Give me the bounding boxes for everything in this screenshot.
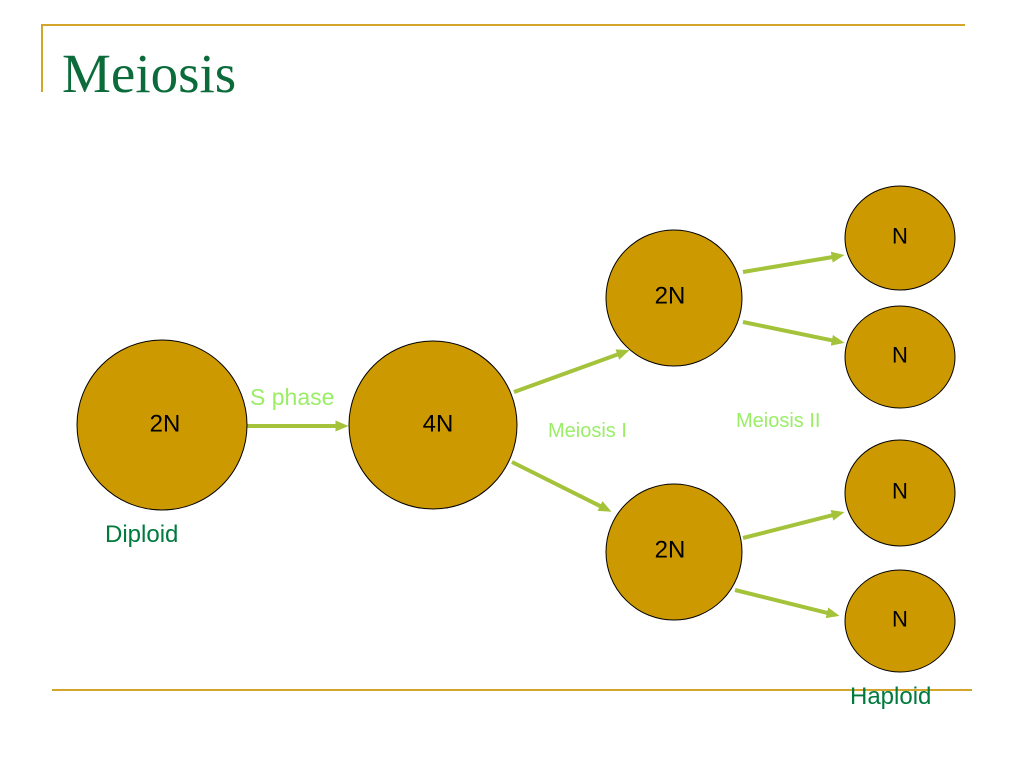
cell-label: N [892, 479, 908, 504]
cell-circle [605, 483, 743, 621]
cell-haploid-1: N [844, 185, 956, 291]
arrow-meiosis-1-bottom [511, 460, 612, 512]
cell-circle [844, 439, 956, 547]
slide-frame [41, 24, 972, 691]
cell-circle [76, 339, 248, 511]
cell-label: N [892, 607, 908, 632]
slide-title: Meiosis [62, 43, 236, 104]
cell-haploid-2: N [844, 305, 956, 409]
cell-label: N [892, 343, 908, 368]
haploid-label: Haploid [850, 683, 931, 710]
cell-circle [844, 569, 956, 673]
cell-meiosis-1-bottom: 2N [605, 483, 743, 621]
meiosis-2-label: Meiosis II [736, 410, 820, 432]
arrows [247, 251, 845, 619]
cell-haploid-4: N [844, 569, 956, 673]
arrow-meiosis-1-top [513, 349, 630, 394]
s-phase-label: S phase [250, 384, 334, 410]
cell-label: 2N [655, 283, 686, 310]
cell-haploid-3: N [844, 439, 956, 547]
cell-circle [605, 229, 743, 367]
cell-replicated: 4N [348, 340, 518, 510]
arrow-meiosis-2-b [742, 320, 845, 346]
arrow-meiosis-2-c [742, 509, 845, 540]
cell-label: 4N [423, 411, 454, 438]
cell-label: N [892, 224, 908, 249]
cell-diploid: 2N [76, 339, 248, 511]
cell-circle [844, 185, 956, 291]
cell-meiosis-1-top: 2N [605, 229, 743, 367]
cell-circle [844, 305, 956, 409]
diploid-label: Diploid [105, 521, 178, 548]
cell-circle [348, 340, 518, 510]
arrow-meiosis-2-d [734, 588, 840, 619]
cell-label: 2N [655, 537, 686, 564]
arrow-meiosis-2-a [742, 251, 845, 274]
meiosis-1-label: Meiosis I [548, 420, 627, 442]
cell-label: 2N [150, 411, 181, 438]
